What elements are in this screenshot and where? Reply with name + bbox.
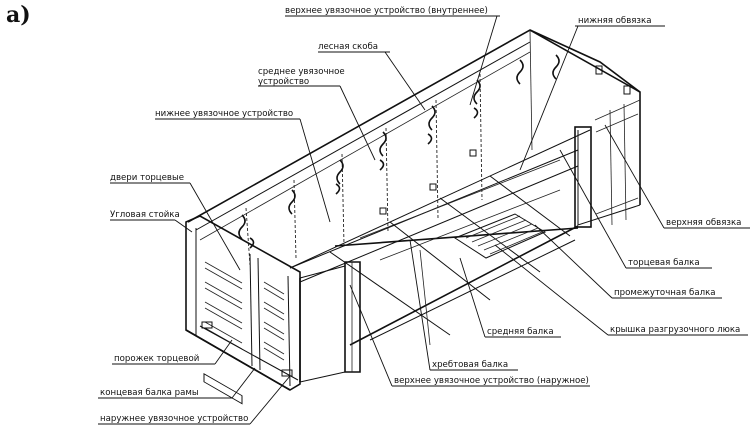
label-upper-strapping: верхняя обвязка xyxy=(666,218,741,228)
labels: верхнее увязочное устройство (внутреннее… xyxy=(100,6,741,424)
label-frame-end-beam: концевая балка рамы xyxy=(100,388,199,398)
label-intermediate-beam: промежуточная балка xyxy=(614,288,716,298)
container-drawing xyxy=(185,29,641,405)
label-end-threshold: порожек торцевой xyxy=(114,354,199,364)
underframe xyxy=(289,149,579,346)
label-middle-lashing-line2: устройство xyxy=(258,77,309,87)
label-center-sill: хребтовая балка xyxy=(432,360,508,370)
label-upper-lashing-inner: верхнее увязочное устройство (внутреннее… xyxy=(285,6,488,16)
label-middle-lashing-line1: среднее увязочное xyxy=(258,67,345,77)
label-middle-lashing: среднее увязочное устройство xyxy=(258,67,347,87)
leader-lines xyxy=(98,15,750,425)
label-upper-lashing-outer: верхнее увязочное устройство (наружное) xyxy=(394,376,589,386)
label-end-beam: торцевая балка xyxy=(628,258,700,268)
label-lower-strapping: нижняя обвязка xyxy=(578,16,651,26)
end-doors xyxy=(185,215,301,405)
label-unloading-hatch-cover: крышка разгрузочного люка xyxy=(610,325,740,335)
label-corner-post: Угловая стойка xyxy=(110,210,180,220)
figure-label: а) xyxy=(6,2,31,28)
label-middle-beam: средняя балка xyxy=(487,327,554,337)
label-timber-bracket: лесная скоба xyxy=(318,42,378,52)
back-side-wall xyxy=(187,29,641,269)
front-corner-post xyxy=(299,261,361,383)
far-end-wall xyxy=(529,29,641,228)
label-outer-lashing-bottom: наружнее увязочное устройство xyxy=(100,414,248,424)
hatch-cover xyxy=(453,213,547,259)
label-end-doors: двери торцевые xyxy=(110,173,184,183)
label-lower-lashing: нижнее увязочное устройство xyxy=(155,109,293,119)
